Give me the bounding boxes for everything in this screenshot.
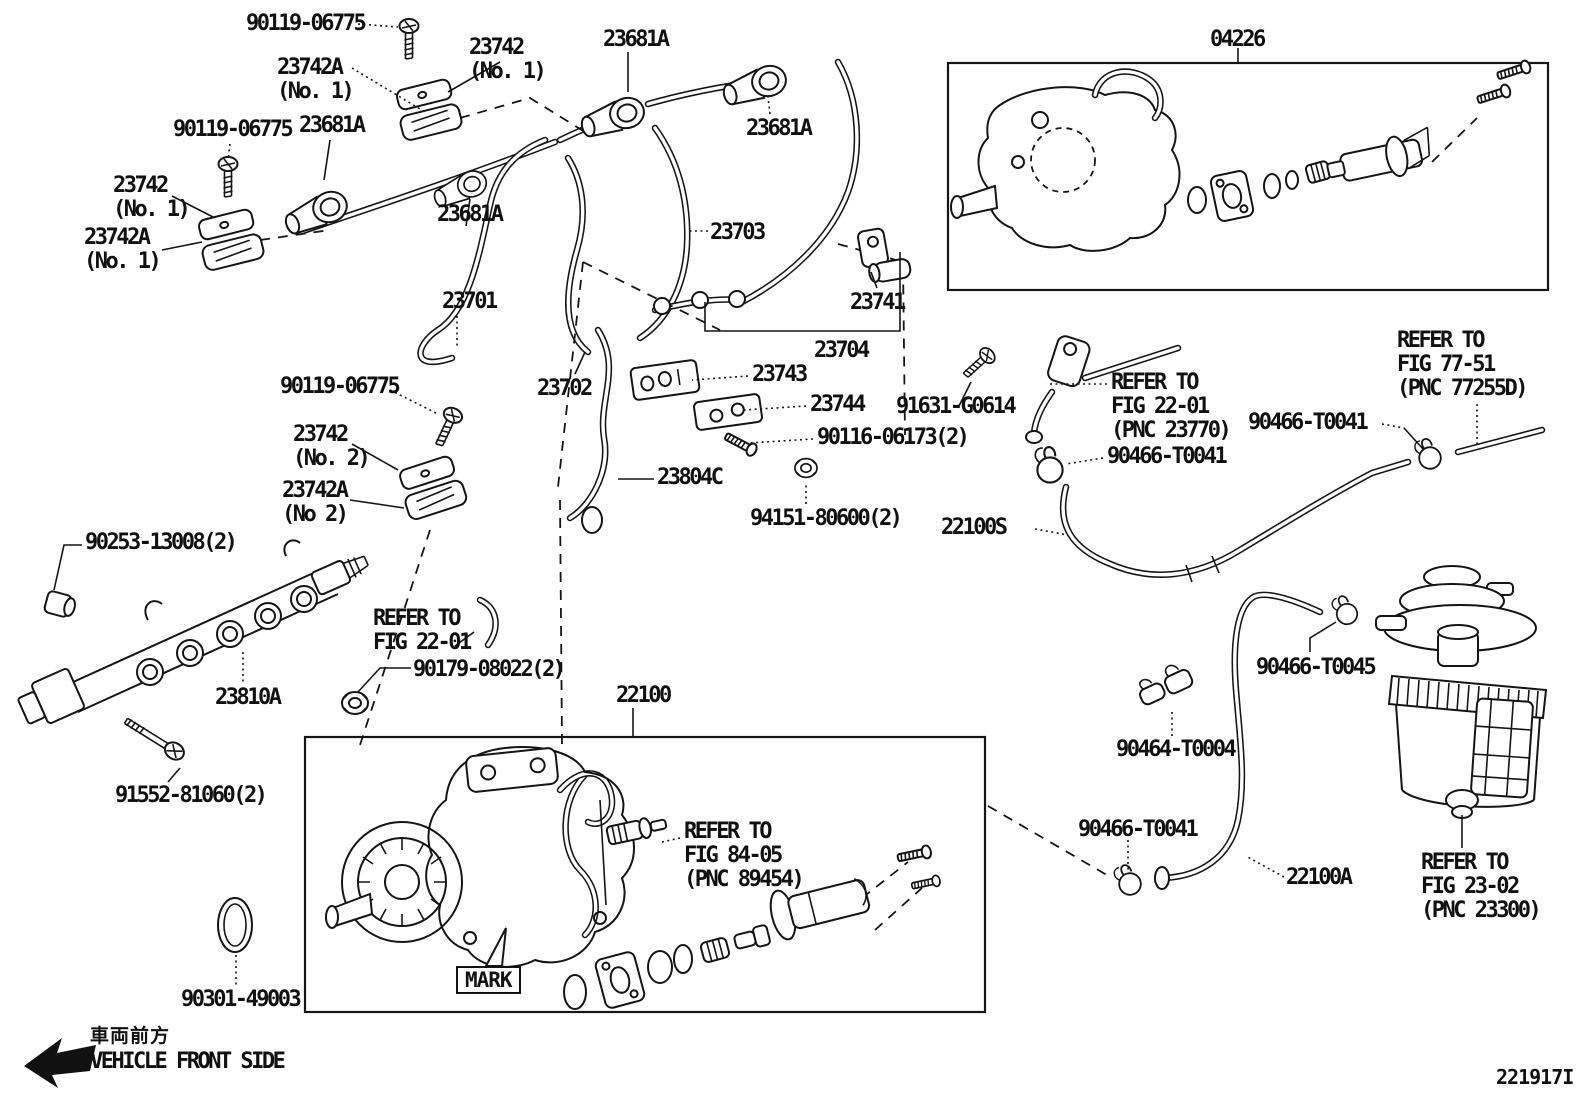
label-clamp-23742-no2: 23742 (No. 2) (293, 422, 371, 472)
label-spacer-23744: 23744 (810, 392, 866, 417)
label-stud-90116: 90116-06173(2) (817, 425, 970, 450)
label-refer-fig77-51: REFER TO FIG 77-51 (PNC 77255D) (1397, 328, 1528, 402)
label-pipe-23704: 23704 (814, 338, 870, 363)
vehicle-front-label-en: VEHICLE FRONT SIDE (90, 1049, 286, 1074)
label-clip-90464-t0004: 90464-T0004 (1116, 737, 1237, 762)
label-hose-22100s: 22100S (941, 515, 1008, 540)
label-bolt-90119-mid: 90119-06775 (280, 374, 401, 399)
label-oring-90301: 90301-49003 (181, 987, 302, 1012)
label-pipe-23702: 23702 (537, 376, 593, 401)
label-clamp-23742a-no1-top: 23742A (No. 1) (277, 55, 355, 105)
label-pipe-23703: 23703 (710, 220, 766, 245)
label-nut-90179: 90179-08022(2) (413, 657, 566, 682)
figure-doc-code: 221917I (1496, 1065, 1574, 1089)
label-bracket-23741: 23741 (850, 290, 906, 315)
label-hose-22100a: 22100A (1286, 865, 1353, 890)
label-nut-94151: 94151-80600(2) (750, 506, 903, 531)
vehicle-front-label-jp: 車両前方 (90, 1025, 171, 1047)
label-bolt-91631: 91631-G0614 (896, 394, 1017, 419)
label-refer-fig22-01: REFER TO FIG 22-01 (373, 606, 472, 656)
label-seal-23681a-mid: 23681A (437, 202, 504, 227)
label-plug-90253: 90253-13008(2) (85, 530, 238, 555)
label-seal-23681a-top-left: 23681A (603, 27, 670, 52)
label-refer-fig84-05-pnc89454: REFER TO FIG 84-05 (PNC 89454) (684, 819, 805, 893)
label-refer-fig22-01-pnc23770: REFER TO FIG 22-01 (PNC 23770) (1111, 370, 1232, 444)
label-clamp-90466-t0041-right: 90466-T0041 (1248, 410, 1369, 435)
label-clamp-23742a-no1-left: 23742A (No. 1) (84, 225, 162, 275)
label-pump-22100: 22100 (616, 683, 672, 708)
label-rail-23810a: 23810A (215, 685, 282, 710)
label-bolt-91552: 91552-81060(2) (115, 783, 268, 808)
label-clamp-23742-no1-top: 23742 (No. 1) (469, 35, 547, 85)
label-clamp-23742-no1-left: 23742 (No. 1) (113, 173, 191, 223)
label-bolt-90119-top: 90119-06775 (246, 11, 367, 36)
label-pipe-23804c: 23804C (657, 465, 724, 490)
label-bracket-23743: 23743 (752, 362, 808, 387)
label-clamp-90466-t0041-bottom: 90466-T0041 (1078, 817, 1199, 842)
label-clamp-23742a-no2: 23742A (No 2) (282, 478, 349, 528)
label-clamp-90466-t0045: 90466-T0045 (1256, 655, 1377, 680)
label-bolt-90119-left: 90119-06775 (173, 117, 294, 142)
label-mark-box: MARK (456, 966, 521, 994)
label-refer-fig23-02-pnc23300: REFER TO FIG 23-02 (PNC 23300) (1421, 850, 1542, 924)
label-kit-04226: 04226 (1210, 27, 1266, 52)
label-seal-23681a-left: 23681A (299, 113, 366, 138)
label-seal-23681a-top-right: 23681A (746, 116, 813, 141)
label-pipe-23701: 23701 (442, 289, 498, 314)
label-clamp-90466-t0041-mid: 90466-T0041 (1107, 444, 1228, 469)
